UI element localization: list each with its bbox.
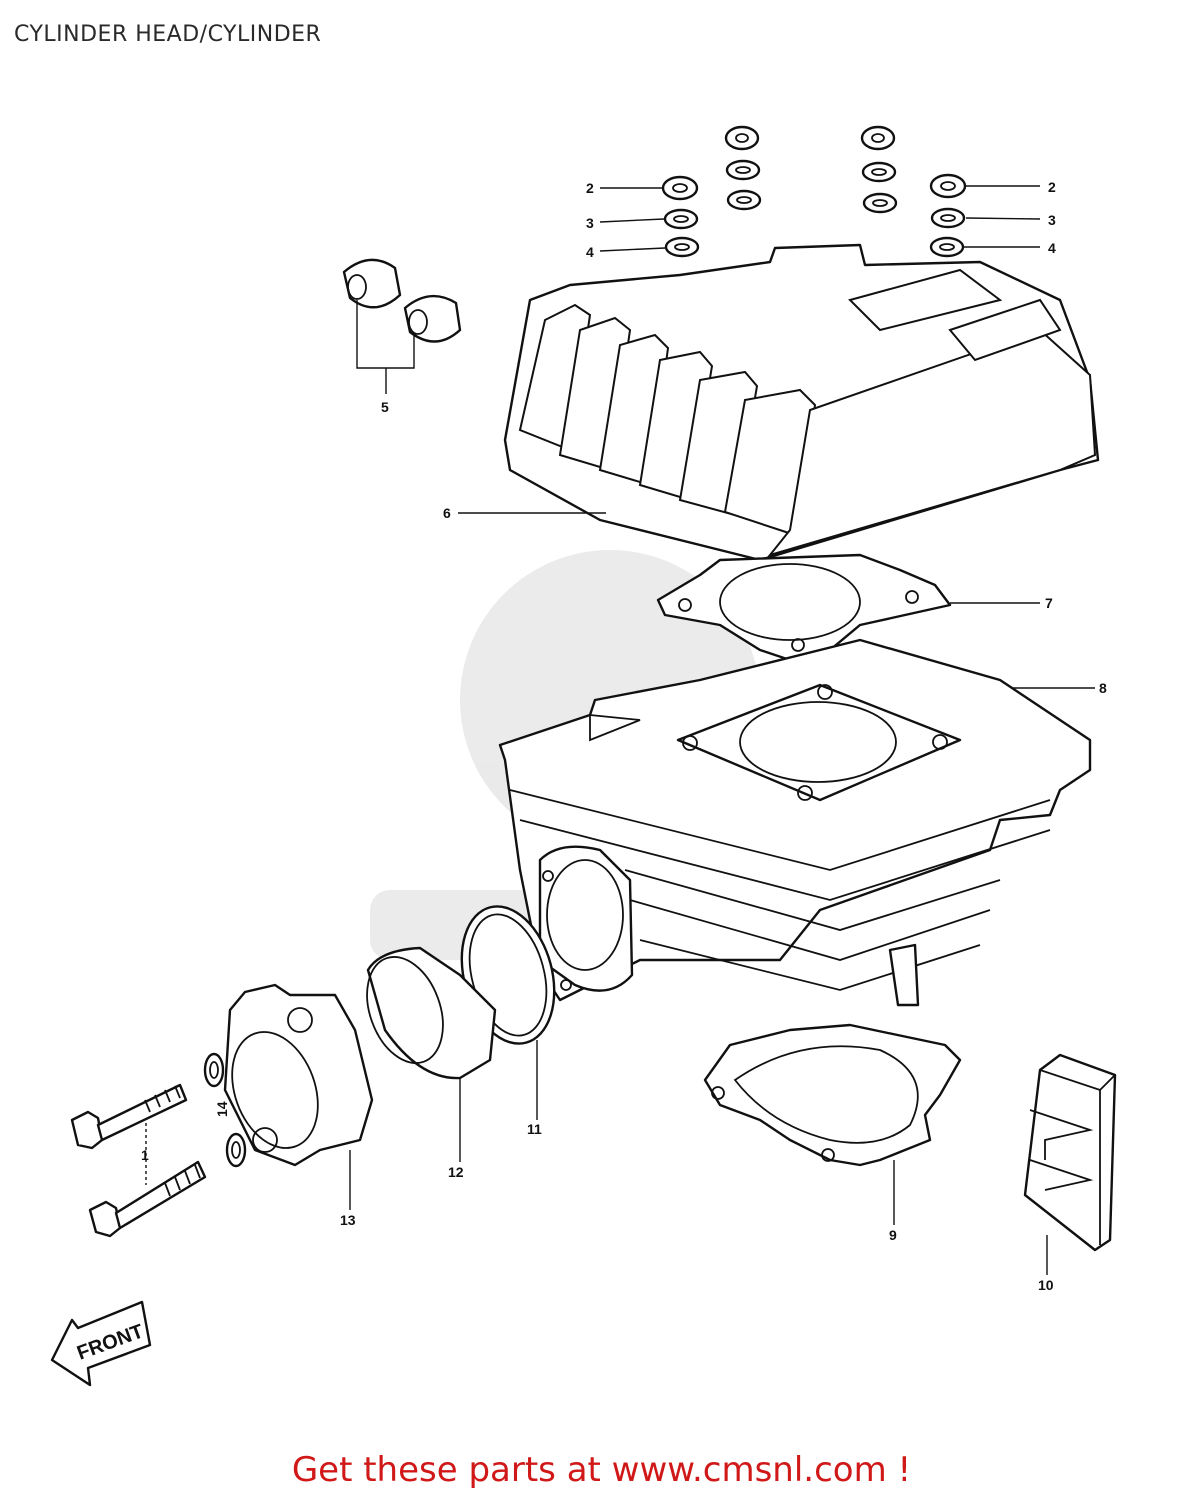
base-gasket [703, 1023, 962, 1225]
callout-3-right: 3 [1048, 212, 1056, 228]
callout-2-left: 2 [586, 180, 594, 196]
callout-1: 1 [141, 1147, 149, 1163]
nut-leaders [599, 185, 1041, 252]
cylinder [498, 638, 1095, 1007]
callout-8: 8 [1099, 680, 1107, 696]
reed-block [1023, 1053, 1117, 1275]
stack-center-left [724, 125, 762, 211]
stack-right [929, 173, 967, 258]
callout-11: 11 [527, 1121, 542, 1137]
intake-spacer [366, 946, 497, 1162]
callout-10: 10 [1038, 1277, 1054, 1293]
callout-14: 14 [214, 1101, 230, 1117]
callout-6: 6 [443, 505, 451, 521]
front-arrow-icon: FRONT [50, 1300, 152, 1387]
callout-13: 13 [340, 1212, 356, 1228]
parts-diagram: 2 3 4 2 3 4 5 6 7 8 9 10 11 12 13 14 1 F… [50, 125, 1117, 1387]
stack-left [661, 175, 700, 258]
callout-4-right: 4 [1048, 240, 1056, 256]
dowel-pins [342, 258, 462, 394]
callout-12: 12 [448, 1164, 464, 1180]
washers [203, 1052, 247, 1168]
callout-2-right: 2 [1048, 179, 1056, 195]
cylinder-head [458, 243, 1100, 562]
callout-labels: 2 3 4 2 3 4 5 6 7 8 9 10 11 12 13 14 1 [141, 179, 1107, 1293]
callout-7: 7 [1045, 595, 1053, 611]
callout-3-left: 3 [586, 215, 594, 231]
promo-link[interactable]: Get these parts at www.cmsnl.com ! [291, 1450, 912, 1490]
head-gasket [656, 553, 1040, 662]
nut-washer-stacks [661, 125, 967, 258]
callout-9: 9 [889, 1227, 897, 1243]
page-title: CYLINDER HEAD/CYLINDER [14, 22, 322, 47]
callout-4-left: 4 [586, 244, 594, 260]
carburetor-holder [223, 983, 374, 1210]
bolts [70, 1083, 207, 1238]
stack-center-right [860, 125, 898, 214]
callout-5: 5 [381, 399, 389, 415]
